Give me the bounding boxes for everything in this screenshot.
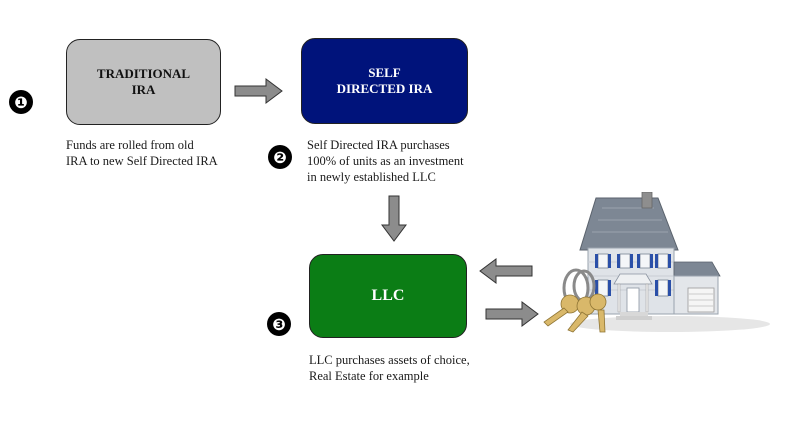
self-directed-ira-label: SELF DIRECTED IRA (336, 64, 433, 96)
caption-line: in newly established LLC (307, 170, 436, 184)
traditional-ira-label: TRADITIONAL IRA (96, 65, 191, 97)
arrow-left-icon (479, 258, 533, 284)
arrow-down-icon (381, 195, 407, 242)
arrow-right-icon (234, 78, 283, 104)
step-2-marker: ❷ (268, 145, 292, 169)
llc-label: LLC (371, 287, 405, 304)
step-3-caption: LLC purchases assets of choice, Real Est… (309, 352, 470, 384)
house-with-keys-icon (543, 192, 770, 333)
caption-line: LLC purchases assets of choice, (309, 353, 470, 367)
step-1-marker: ❶ (9, 90, 33, 114)
step-1-caption: Funds are rolled from old IRA to new Sel… (66, 137, 218, 169)
step-3-marker: ❸ (267, 312, 291, 336)
step-2-caption: Self Directed IRA purchases 100% of unit… (307, 137, 464, 185)
self-directed-ira-box: SELF DIRECTED IRA (301, 38, 468, 124)
caption-line: Self Directed IRA purchases (307, 138, 450, 152)
arrow-right-icon (485, 301, 539, 327)
llc-box: LLC (309, 254, 467, 338)
caption-line: IRA to new Self Directed IRA (66, 154, 218, 168)
caption-line: Funds are rolled from old (66, 138, 194, 152)
caption-line: 100% of units as an investment (307, 154, 464, 168)
caption-line: Real Estate for example (309, 369, 429, 383)
traditional-ira-box: TRADITIONAL IRA (66, 39, 221, 125)
